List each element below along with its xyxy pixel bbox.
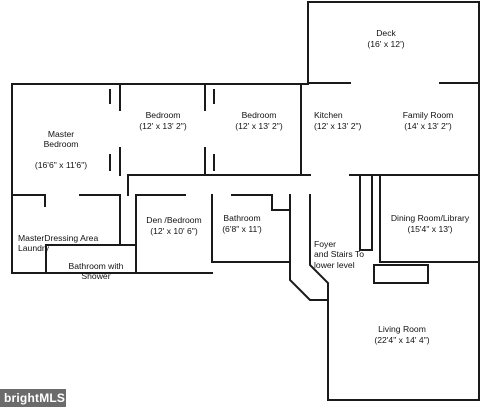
room-den: Den /Bedroom (12' x 10' 6") xyxy=(140,215,208,236)
room-deck: Deck (16' x 12') xyxy=(356,28,416,49)
room-name: Living Room xyxy=(378,324,426,334)
room-dining: Dining Room/Library (15'4" x 13') xyxy=(384,213,476,234)
room-dimensions: (16' x 12') xyxy=(367,38,405,49)
room-bathroom-with-shower: Bathroom with Shower xyxy=(58,250,134,292)
room-bathroom: Bathroom (6'8" x 11') xyxy=(216,213,268,234)
bathroom-wall xyxy=(211,194,291,263)
room-dimensions: (15'4" x 13') xyxy=(407,223,453,234)
room-dimensions: (16'6" x 11'6") xyxy=(34,160,88,170)
room-master-bedroom: Master Bedroom (16'6" x 11'6") xyxy=(18,118,104,181)
room-name: MasterDressing Area Laundry xyxy=(18,232,99,254)
room-foyer: Foyer and Stairs To lower level xyxy=(314,228,378,281)
room-kitchen: Kitchen (12' x 13' 2") xyxy=(314,110,384,131)
fireplace xyxy=(373,264,429,284)
room-name: Bathroom with Shower xyxy=(68,260,124,282)
dining-wall xyxy=(379,174,480,263)
room-bedroom-1: Bedroom (12' x 13' 2") xyxy=(126,110,200,131)
dining-wall xyxy=(359,174,373,251)
room-name: Family Room xyxy=(402,110,454,120)
room-name: Dining Room/Library xyxy=(390,213,470,223)
watermark-logo: brightMLS xyxy=(0,389,66,407)
room-name: Foyer and Stairs To lower level xyxy=(314,238,365,270)
room-name: Kitchen xyxy=(314,110,343,120)
room-name: Master Bedroom xyxy=(43,128,79,150)
room-master-dressing: MasterDressing Area Laundry xyxy=(18,222,118,264)
room-dimensions: (12' x 13' 2") xyxy=(235,120,283,131)
room-dimensions: (6'8" x 11') xyxy=(222,223,262,234)
room-dimensions: (22'4" x 14' 4") xyxy=(374,334,430,345)
room-name: Den /Bedroom xyxy=(146,215,202,225)
room-bedroom-2: Bedroom (12' x 13' 2") xyxy=(222,110,296,131)
room-dimensions: (12' x 13' 2") xyxy=(314,120,362,131)
room-dimensions: (12' x 13' 2") xyxy=(139,120,187,131)
room-dimensions: (12' x 10' 6") xyxy=(150,225,198,236)
room-living: Living Room (22'4" x 14' 4") xyxy=(366,324,438,345)
room-family-room: Family Room (14' x 13' 2") xyxy=(390,110,466,131)
bathroom-closet xyxy=(271,194,291,211)
room-name: Deck xyxy=(376,28,396,38)
room-name: Bedroom xyxy=(241,110,277,120)
foyer-wall xyxy=(289,209,329,401)
room-dimensions: (14' x 13' 2") xyxy=(404,120,452,131)
room-name: Bathroom xyxy=(223,213,261,223)
room-name: Bedroom xyxy=(145,110,181,120)
exterior-wall-left xyxy=(11,83,213,274)
deck-outline xyxy=(307,1,480,84)
foyer-wall xyxy=(309,209,329,301)
